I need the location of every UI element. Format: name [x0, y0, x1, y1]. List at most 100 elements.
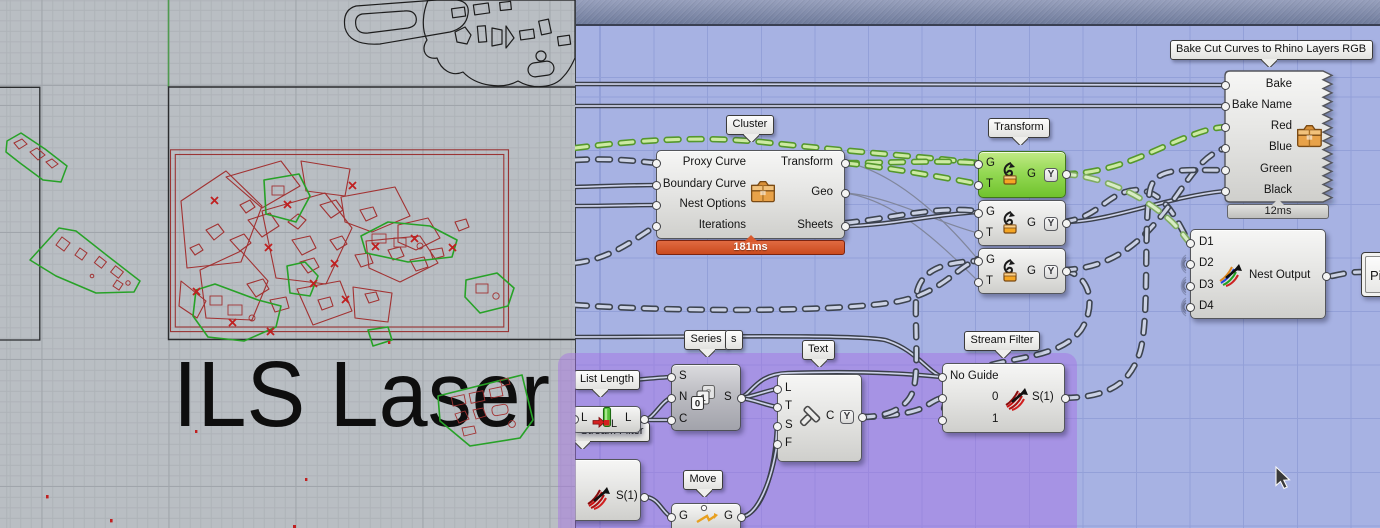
nest-output-input-label: D2 — [1199, 257, 1214, 269]
move-icon — [695, 504, 719, 528]
svg-text:L: L — [611, 418, 617, 430]
loose-parts-left — [5, 132, 141, 294]
series-input-connector[interactable] — [666, 415, 676, 425]
series-icon: ?10 — [690, 384, 716, 411]
timer-notch — [1271, 199, 1285, 206]
gh-label-stream-filter[interactable]: Stream Filter — [964, 331, 1040, 351]
transform-input-connector[interactable] — [973, 256, 983, 266]
transform-input-label: T — [986, 275, 994, 287]
stream-filter-input-connector[interactable] — [937, 415, 947, 425]
series-input-connector[interactable] — [666, 393, 676, 403]
nest-output-input-connector[interactable] — [1185, 281, 1195, 291]
gh-label-cluster[interactable]: Cluster — [726, 115, 774, 135]
transform-input-label: G — [986, 206, 995, 218]
gh-label-series[interactable]: Series — [684, 330, 729, 350]
cluster-output-label: Transform — [781, 156, 833, 168]
stream-filter-icon — [586, 485, 611, 510]
bake-input-label: Bake Name — [1231, 99, 1292, 111]
text-input-connector[interactable] — [772, 402, 782, 412]
package-box-icon — [1296, 124, 1323, 151]
stream-filter-input-label: No Guide — [950, 370, 999, 382]
text-input-label: T — [785, 400, 793, 412]
gh-label-tail — [1261, 59, 1277, 67]
gh-label-series-s[interactable]: s — [724, 330, 743, 350]
series-output-connector[interactable] — [736, 393, 746, 403]
cluster-output-label: Geo — [811, 186, 833, 198]
gh-label-text: Series — [690, 333, 722, 345]
text-input-label: F — [785, 437, 793, 449]
nest-output-connector[interactable] — [1321, 271, 1331, 281]
list-length-output-label: L — [625, 412, 632, 424]
transform-output-label: G — [1027, 264, 1036, 277]
text-input-connector[interactable] — [772, 421, 782, 431]
text-input-label: L — [785, 382, 792, 394]
sheet-text-label: ILS Laser — [173, 342, 550, 446]
cluster-output-connector[interactable] — [840, 221, 850, 231]
stream-filter-input-connector[interactable] — [937, 372, 947, 382]
nest-output-input-label: D3 — [1199, 279, 1214, 291]
list-length-output-connector[interactable] — [639, 414, 649, 424]
sheet-rect-left — [0, 86, 41, 341]
transform-input-connector[interactable] — [973, 277, 983, 287]
graft-toggle-button[interactable]: Y — [1044, 167, 1058, 182]
loose-part-over-text — [437, 374, 534, 447]
nest-output-input-connector[interactable] — [1185, 238, 1195, 248]
stream-filter-icon — [1004, 386, 1029, 411]
cluster-output-connector[interactable] — [840, 188, 850, 198]
timer-notch — [743, 235, 758, 242]
red-specks — [46, 341, 391, 528]
stream-filter-output-connector[interactable] — [1060, 393, 1070, 403]
rhino-viewport[interactable]: ILS Laser — [0, 0, 575, 528]
move-input-connector[interactable] — [666, 512, 676, 522]
nest-output-input-connector[interactable] — [1185, 302, 1195, 312]
transform-output-connector[interactable] — [1061, 219, 1071, 228]
cluster-output-connector[interactable] — [840, 158, 850, 168]
move-output-connector[interactable] — [736, 512, 746, 522]
gh-label-bake-group[interactable]: Bake Cut Curves to Rhino Layers RGB — [1169, 40, 1373, 60]
nest-x-markers — [192, 181, 457, 336]
list-length-icon: L — [591, 406, 618, 431]
graft-toggle-button[interactable]: Y — [1044, 216, 1058, 231]
graft-toggle-button[interactable]: Y — [840, 410, 854, 424]
transform-input-label: G — [986, 254, 995, 266]
text-input-connector[interactable] — [772, 439, 782, 449]
pipeline-panel[interactable]: Pi — [1361, 252, 1380, 297]
transform-input-connector[interactable] — [973, 180, 983, 190]
gh-label-text[interactable]: Text — [801, 340, 835, 360]
gh-label-list-length[interactable]: List Length — [575, 370, 641, 390]
text-icon — [796, 404, 822, 430]
bake-cluster-body[interactable] — [1219, 65, 1353, 212]
bake-input-label: Black — [1263, 184, 1292, 196]
text-output-label: C — [826, 410, 835, 422]
nested-part-details — [209, 185, 500, 322]
list-length-input-label: L — [581, 412, 588, 424]
gh-label-tail — [576, 441, 591, 449]
transform-input-connector[interactable] — [973, 229, 983, 239]
text-input-connector[interactable] — [772, 384, 782, 394]
nest-output-input-connector[interactable] — [1185, 259, 1195, 269]
transform-output-connector[interactable] — [1061, 170, 1071, 179]
text-input-label: S — [785, 419, 793, 431]
stream-filter-output-label: S(1) — [1032, 391, 1054, 403]
list-length-input-connector[interactable] — [575, 414, 579, 424]
transform-icon — [997, 258, 1023, 284]
package-box-icon — [750, 180, 776, 206]
graft-toggle-button[interactable]: Y — [1044, 264, 1058, 279]
transform-input-connector[interactable] — [973, 159, 983, 169]
series-output-label: S — [724, 391, 732, 403]
nest-output-icon — [1218, 262, 1245, 289]
series-input-connector[interactable] — [666, 372, 676, 382]
gh-label-text: Move — [689, 473, 717, 485]
stream-filter-input-connector[interactable] — [937, 393, 947, 403]
transform-input-label: T — [986, 178, 994, 190]
stream-filter-output-connector[interactable] — [639, 492, 649, 502]
move-output-label: G — [724, 510, 733, 522]
gh-label-transform[interactable]: Transform — [987, 118, 1051, 138]
stream-filter-input-label: 1 — [992, 413, 999, 425]
cluster-input-label: Boundary Curve — [662, 178, 746, 190]
transform-input-connector[interactable] — [973, 208, 983, 218]
stream-filter-input-label: 0 — [992, 391, 999, 403]
gh-label-move[interactable]: Move — [683, 470, 723, 490]
text-output-connector[interactable] — [857, 412, 867, 422]
transform-output-connector[interactable] — [1061, 267, 1071, 276]
